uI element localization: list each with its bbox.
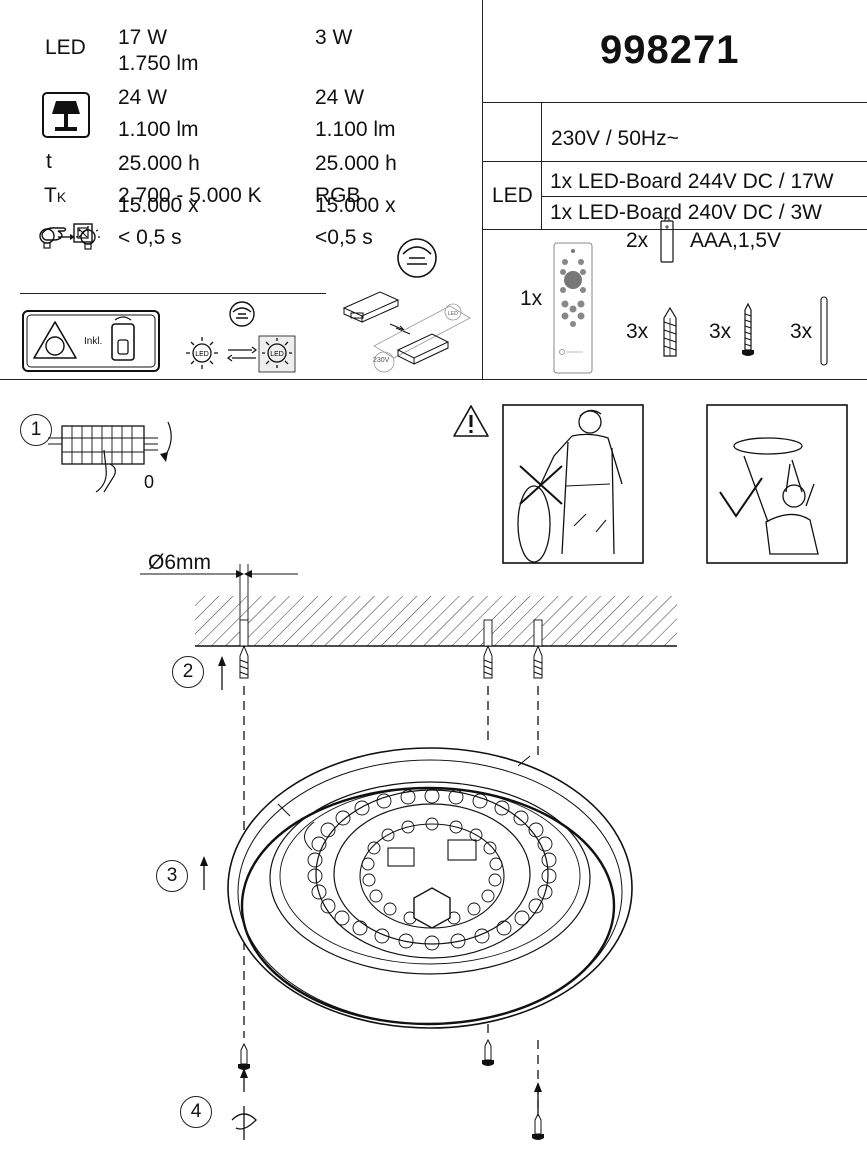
lifetime-symbol: t bbox=[46, 150, 52, 173]
start-time-2: <0,5 s bbox=[315, 226, 373, 249]
tk-symbol-main: T bbox=[44, 184, 57, 207]
product-line-4 bbox=[482, 229, 867, 230]
step-4-number: 4 bbox=[180, 1096, 212, 1128]
power-led-1: 17 W bbox=[118, 26, 168, 49]
led-board-1: 1x LED-Board 244V DC / 17W bbox=[550, 170, 834, 193]
lumen-lamp-1: 1.100 lm bbox=[118, 118, 199, 141]
step-1-number: 1 bbox=[20, 414, 52, 446]
remote-dimmer-icon bbox=[22, 310, 160, 372]
drill-diameter: Ø6mm bbox=[148, 551, 211, 574]
remote-control-icon bbox=[553, 242, 593, 374]
product-line-3 bbox=[541, 196, 867, 197]
spec-bottom-line bbox=[0, 379, 867, 380]
tk-symbol: TK bbox=[44, 184, 66, 208]
spec-mid-line bbox=[20, 293, 326, 294]
svg-text:LED: LED bbox=[448, 311, 458, 317]
remote-qty: 1x bbox=[520, 287, 543, 310]
color-temp-1: 2.700 - 5.000 K bbox=[118, 184, 262, 207]
rod-icon bbox=[820, 296, 828, 366]
screw-qty: 3x bbox=[709, 320, 732, 343]
led-board-label: LED bbox=[492, 184, 533, 207]
svg-text:LED: LED bbox=[195, 351, 209, 358]
led-swap-icon: LED LED bbox=[186, 301, 296, 373]
header-divider bbox=[482, 0, 483, 380]
lumen-led-1: 1.750 lm bbox=[118, 52, 199, 75]
terminal-block-icon bbox=[48, 421, 172, 493]
product-line-1 bbox=[482, 102, 867, 103]
lifetime-1: 25.000 h bbox=[118, 152, 200, 175]
battery-icon bbox=[660, 217, 674, 263]
remote-incl-label: Inkl. bbox=[84, 336, 103, 347]
power-lamp-1: 24 W bbox=[118, 86, 168, 109]
driver-replace-icon: LED bbox=[342, 238, 471, 373]
start-time-icon bbox=[39, 226, 100, 250]
battery-qty: 2x bbox=[626, 229, 649, 252]
step-3-number: 3 bbox=[156, 860, 188, 892]
power-led-2: 3 W bbox=[315, 26, 353, 49]
wall-plug-icon bbox=[663, 306, 677, 357]
no-hanging-warning-icon bbox=[502, 404, 644, 564]
lifetime-2: 25.000 h bbox=[315, 152, 397, 175]
power-lamp-2: 24 W bbox=[315, 86, 365, 109]
switch-cycles-2: 15.000 x bbox=[315, 194, 396, 217]
start-time-1: < 0,5 s bbox=[118, 226, 182, 249]
product-line-2 bbox=[482, 161, 867, 162]
table-lamp-icon bbox=[42, 92, 90, 138]
tk-symbol-sub: K bbox=[56, 189, 67, 205]
lumen-lamp-2: 1.100 lm bbox=[315, 118, 396, 141]
led-label: LED bbox=[45, 36, 86, 59]
product-vline bbox=[541, 102, 542, 229]
voltage: 230V / 50Hz~ bbox=[551, 127, 679, 150]
switch-cycles-1: 15.000 x bbox=[118, 194, 199, 217]
anchor-qty: 3x bbox=[626, 320, 649, 343]
color-temp-2: RGB bbox=[315, 184, 361, 207]
correct-install-icon bbox=[706, 404, 848, 564]
model-number: 998271 bbox=[600, 28, 740, 72]
step-2-number: 2 bbox=[172, 656, 204, 688]
warning-icon bbox=[453, 405, 489, 437]
battery-type: AAA,1,5V bbox=[690, 229, 782, 252]
led-board-2: 1x LED-Board 240V DC / 3W bbox=[550, 201, 822, 224]
step-1-zero: 0 bbox=[144, 472, 155, 492]
installation-diagram bbox=[140, 564, 677, 1140]
screw-icon bbox=[742, 302, 754, 356]
driver-230v-label: 230V bbox=[373, 357, 390, 364]
svg-text:LED: LED bbox=[270, 351, 284, 358]
rod-qty: 3x bbox=[790, 320, 813, 343]
